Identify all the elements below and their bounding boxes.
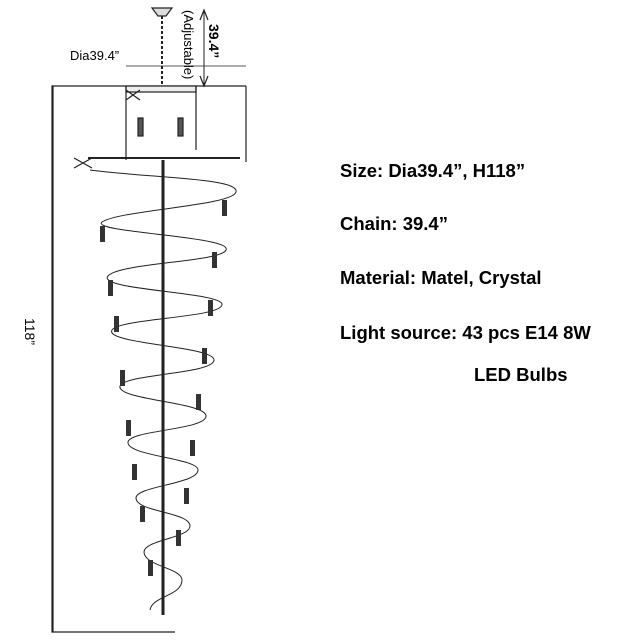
spec-size: Size: Dia39.4”, H118” <box>340 160 526 181</box>
spec-material: Material: Matel, Crystal <box>340 267 542 288</box>
height-dimension-label: 118” <box>22 318 38 345</box>
ceiling-canopy <box>150 7 174 17</box>
chain-dimension-label: 39.4” <box>206 24 222 59</box>
crystal-drops <box>100 200 227 576</box>
spec-light-source: Light source: 43 pcs E14 8W <box>340 322 591 343</box>
spec-chain: Chain: 39.4” <box>340 213 448 234</box>
adjustable-label: (Adjustable) <box>181 10 196 80</box>
upper-ring <box>73 85 240 169</box>
spec-light-source-bulbs: LED Bulbs <box>474 364 568 385</box>
diameter-dimension-label: Dia39.4” <box>70 48 120 63</box>
spiral-crystals <box>89 169 237 611</box>
frame-left-line <box>51 85 54 633</box>
